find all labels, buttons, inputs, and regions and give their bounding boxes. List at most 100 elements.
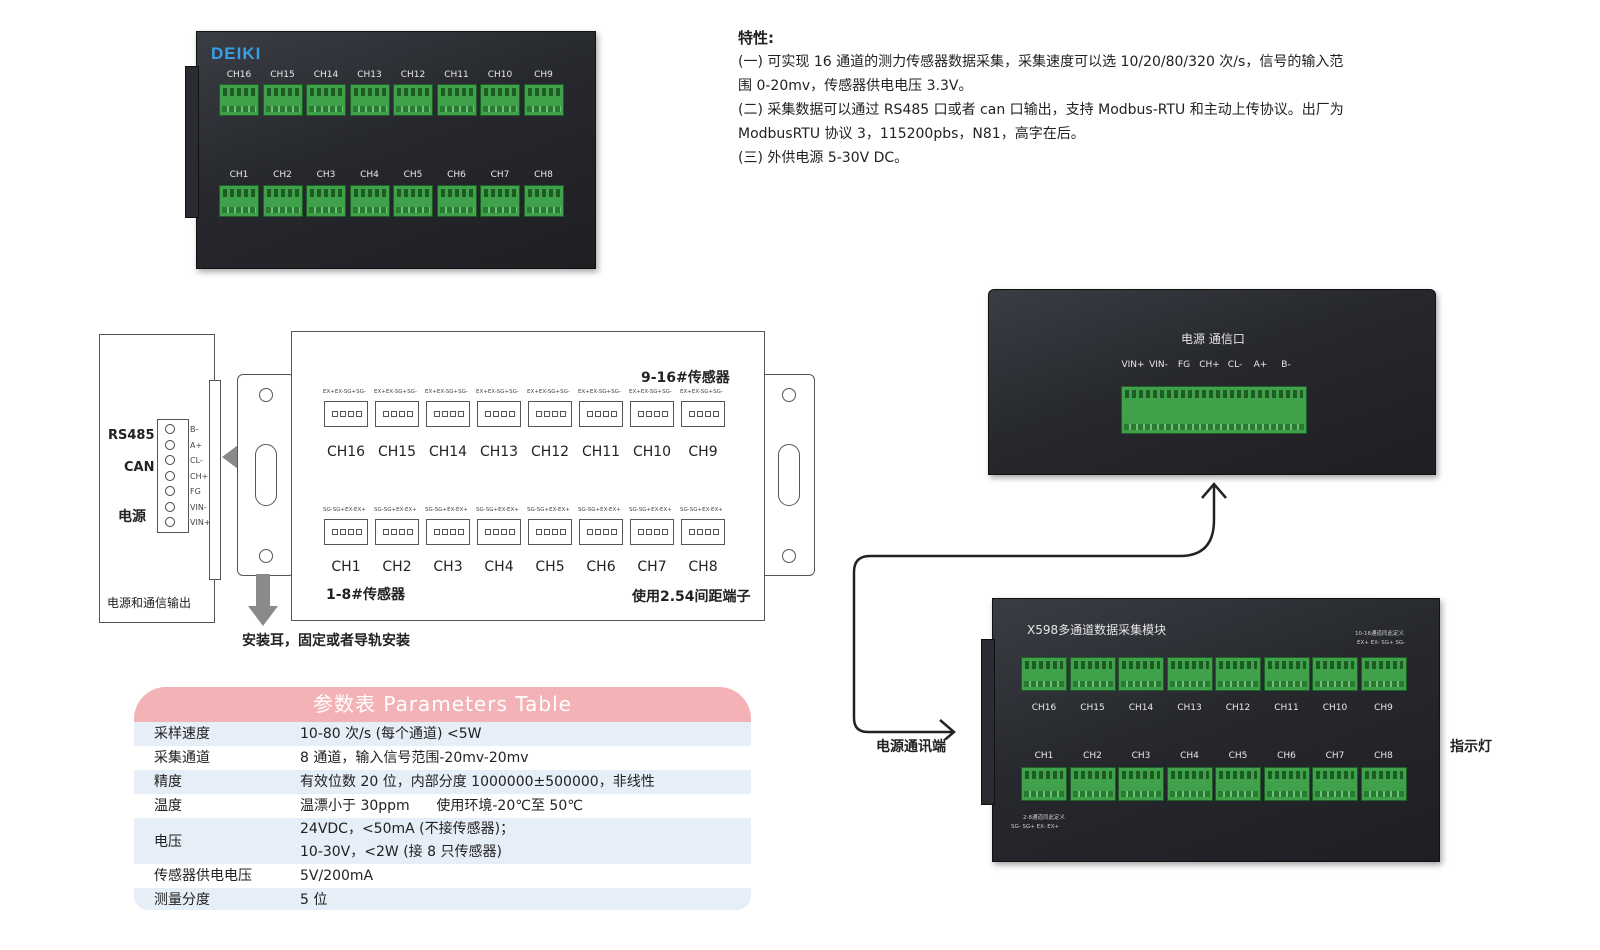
connector-pin <box>340 529 346 535</box>
channel-label: CH4 <box>484 559 514 575</box>
channel-label: CH13 <box>479 444 519 460</box>
channel-label: CH13 <box>357 70 382 80</box>
channel-label: CH10 <box>632 444 672 460</box>
power-pin-label: VIN- <box>1149 360 1168 370</box>
pin-order-label: SG-SG+EX-EX+ <box>425 507 468 513</box>
channel-label: CH16 <box>326 444 366 460</box>
link-arrow-line <box>852 482 1227 740</box>
power-port-terminal <box>1121 386 1307 434</box>
connector-pin <box>654 529 660 535</box>
features-title: 特性: <box>738 29 774 47</box>
pin-order-label: SG-SG+EX-EX+ <box>374 507 417 513</box>
connector-pin <box>485 411 491 417</box>
param-value: 24VDC，<50mA (不接传感器)； 10-30V，<2W (接 8 只传感… <box>300 818 751 864</box>
connector-outline <box>579 401 623 427</box>
connector-pin <box>501 529 507 535</box>
connector-pin <box>391 411 397 417</box>
connector-pin <box>356 411 362 417</box>
pin-order-label: EX+EX-SG+SG- <box>527 389 570 395</box>
channel-label: CH14 <box>428 444 468 460</box>
terminal-block <box>1021 657 1067 691</box>
connector-pin <box>654 411 660 417</box>
param-value-line: 24VDC，<50mA (不接传感器)； <box>300 821 515 837</box>
connector-pin <box>434 529 440 535</box>
terminal-block <box>1360 657 1407 691</box>
channel-label: CH9 <box>534 70 553 80</box>
pin-order-label: SG-SG+EX-EX+ <box>476 507 519 513</box>
upper-definition-pins: EX+ EX- SG+ SG- <box>1357 640 1406 646</box>
side-view-rail <box>209 380 221 580</box>
param-value: 5 位 <box>300 892 328 908</box>
terminal-block <box>523 185 564 217</box>
pin-circle <box>165 486 175 496</box>
connector-outline <box>630 401 674 427</box>
connector-pin <box>560 411 566 417</box>
connector-pin <box>587 411 593 417</box>
table-row: 电压 24VDC，<50mA (不接传感器)； 10-30V，<2W (接 8 … <box>134 818 751 864</box>
channel-label: CH9 <box>688 444 718 460</box>
channel-label: CH7 <box>490 170 510 180</box>
table-row: 采集通道 8 通道，输入信号范围-20mv-20mv <box>134 746 751 770</box>
upper-definition-note: 10-16通道同此定义 <box>1355 631 1404 637</box>
pin-label: FG <box>190 487 201 496</box>
indicator-callout: 指示灯 <box>1450 739 1492 755</box>
power-port-callout: 电源通讯端 <box>876 739 946 755</box>
connector-pin <box>536 411 542 417</box>
param-value-line: 10-30V，<2W (接 8 只传感器) <box>300 844 502 860</box>
connector-pin <box>407 411 413 417</box>
connector-outline <box>681 519 725 545</box>
connector-pin <box>544 529 550 535</box>
terminal-block <box>349 185 390 217</box>
terminal-block <box>1215 767 1261 801</box>
connector-pin <box>399 529 405 535</box>
features-line: (二) 采集数据可以通过 RS485 口或者 can 口输出，支持 Modbus… <box>738 102 1344 118</box>
terminal-block <box>262 185 303 217</box>
channel-label: CH12 <box>1225 703 1251 713</box>
connector-outline <box>630 519 674 545</box>
channel-label: CH6 <box>586 559 616 575</box>
pin-circle <box>165 439 175 450</box>
connector-pin <box>552 411 558 417</box>
connector-pin <box>450 411 456 417</box>
terminal-block <box>436 84 477 116</box>
connector-outline <box>579 519 623 545</box>
terminal-block <box>393 185 433 217</box>
terminal-block <box>480 185 520 217</box>
channel-label: CH1 <box>331 559 361 575</box>
param-value: 温漂小于 30ppm 使用环境-20℃至 50℃ <box>300 798 583 814</box>
param-value: 有效位数 20 位，内部分度 1000000±500000，非线性 <box>300 774 655 790</box>
power-pin-label: CH+ <box>1199 360 1220 370</box>
connector-outline <box>477 519 521 545</box>
connector-pin <box>713 529 719 535</box>
connector-outline <box>375 401 419 427</box>
connector-pin <box>697 411 703 417</box>
channel-label: CH8 <box>688 559 718 575</box>
table-row: 传感器供电电压 5V/200mA <box>134 864 751 888</box>
pin-order-label: EX+EX-SG+SG- <box>629 389 672 395</box>
channel-label: CH7 <box>637 559 667 575</box>
channel-label: CH13 <box>1177 703 1202 713</box>
pin-label: VIN+ <box>190 518 211 527</box>
pin-circle <box>165 470 175 481</box>
terminal-block <box>1312 767 1358 801</box>
mount-hole <box>782 549 796 563</box>
mount-hole <box>782 388 796 402</box>
features-line: 围 0-20mv，传感器供电电压 3.3V。 <box>738 78 973 94</box>
param-value: 5V/200mA <box>300 868 374 884</box>
connector-pin <box>442 529 448 535</box>
channel-label: CH15 <box>270 70 295 80</box>
channel-label: CH5 <box>403 170 423 180</box>
side-label-power: 电源 <box>118 509 146 525</box>
channel-label: CH11 <box>444 70 469 80</box>
pin-order-label: EX+EX-SG+SG- <box>476 389 519 395</box>
mounting-ear <box>185 66 199 218</box>
terminal-block <box>1118 767 1164 801</box>
top-view-body <box>291 331 765 621</box>
connector-pin <box>697 529 703 535</box>
connector-pin <box>603 529 609 535</box>
module-device-photo: X598多通道数据采集模块 10-16通道同此定义 EX+ EX- SG+ SG… <box>981 598 1440 862</box>
channel-label: CH11 <box>581 444 621 460</box>
channel-label: CH4 <box>1180 751 1199 761</box>
